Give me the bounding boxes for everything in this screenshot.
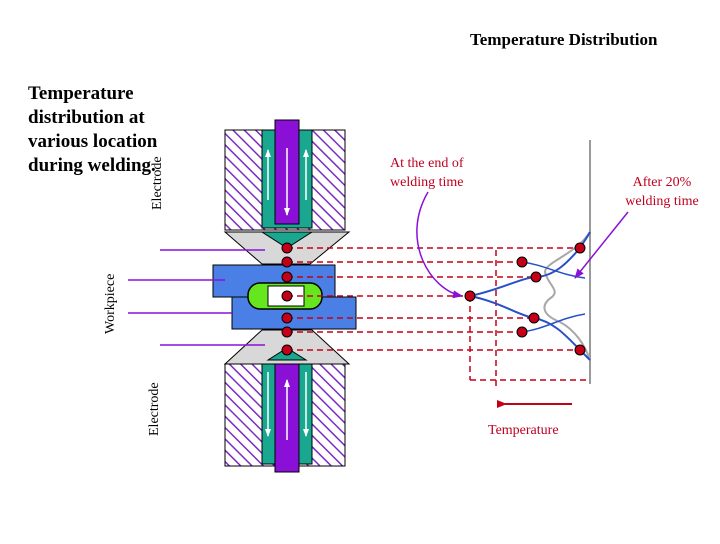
temperature-curve-end [469, 295, 591, 361]
curve-point [528, 312, 540, 324]
page-title: Temperature Distribution [470, 30, 658, 49]
workpiece-label: Workpiece [103, 273, 118, 334]
measurement-point [281, 312, 293, 324]
end-of-welding-label: At the end of welding time [390, 156, 464, 190]
curve-point [516, 256, 528, 268]
measurement-point [281, 326, 293, 338]
measurement-point [281, 256, 293, 268]
curve-point [464, 290, 476, 302]
electrode-bottom-label: Electrode [147, 382, 162, 436]
curve-point [574, 242, 586, 254]
after-20-label: After 20% welding time [625, 175, 699, 209]
end-of-welding-pointer [416, 191, 463, 299]
temperature-curve-after-20 [543, 231, 591, 361]
curve-point [516, 326, 528, 338]
electrode-top-label: Electrode [150, 156, 165, 210]
temperature-curve-end [521, 313, 586, 333]
measurement-point [281, 344, 293, 356]
measurement-point [281, 290, 293, 302]
bottom-electrode [223, 329, 351, 473]
top-cap-tip [260, 231, 314, 249]
measurement-point [281, 242, 293, 254]
measurement-point [281, 271, 293, 283]
curve-point [530, 271, 542, 283]
temperature-curve-end [469, 231, 591, 297]
top-electrode [223, 119, 351, 265]
measurement-points-left [281, 242, 293, 356]
curve-point [574, 344, 586, 356]
after-20-pointer [574, 211, 629, 279]
side-heading: Temperature distribution at various loca… [28, 83, 158, 176]
temperature-label: Temperature [488, 423, 559, 438]
temperature-levels [287, 247, 590, 388]
measurement-points-right [464, 242, 586, 356]
